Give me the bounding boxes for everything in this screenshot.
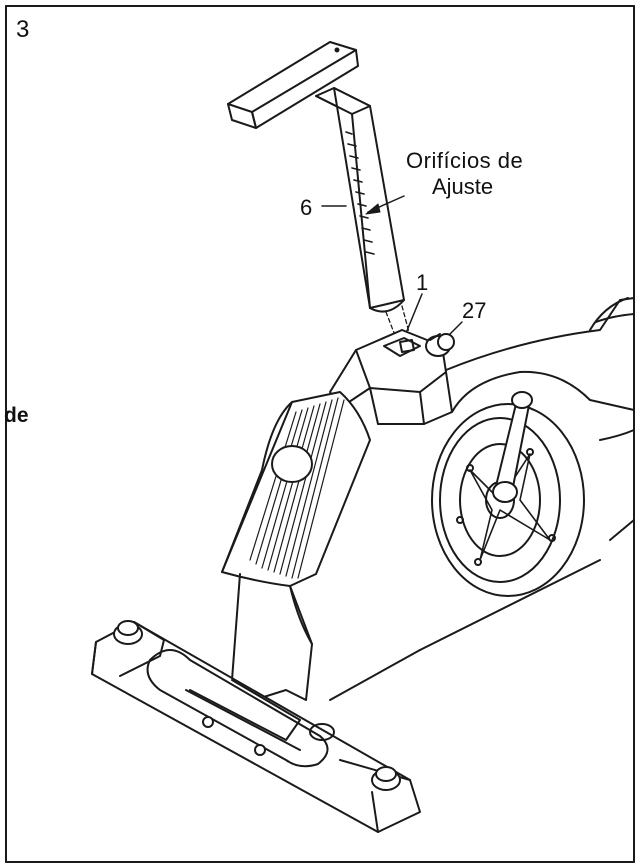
step-number: 3: [16, 16, 30, 43]
knob-part: [425, 333, 455, 357]
bike-body: [329, 297, 635, 701]
front-upright: [221, 391, 371, 703]
label-seat-post: 6: [300, 195, 313, 220]
seat-post-part: [227, 41, 405, 313]
label-adjustment-holes-line2: Ajuste: [432, 174, 494, 199]
leader-holes-arrow: [365, 203, 381, 215]
flywheel: [431, 391, 585, 597]
adjustment-holes: [345, 131, 375, 255]
leader-1: [403, 293, 423, 339]
front-stabilizer: [91, 620, 421, 833]
label-adjustment-holes-line1: Orifícios de: [406, 148, 524, 173]
label-frame-part: 1: [416, 270, 429, 295]
label-knob: 27: [462, 298, 487, 323]
side-text: de: [4, 404, 29, 427]
